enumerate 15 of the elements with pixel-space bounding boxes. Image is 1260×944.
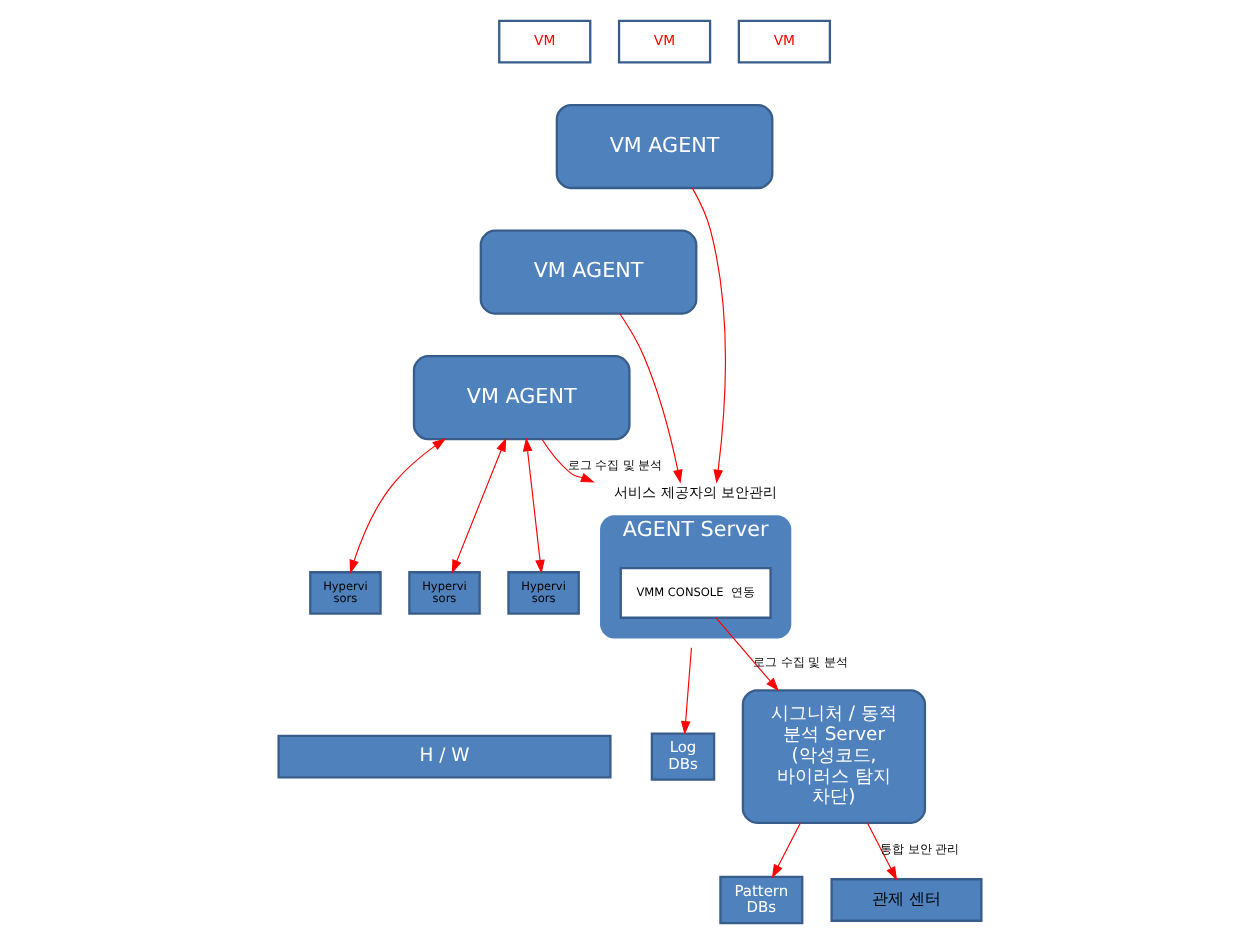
- node-box: VM AGENT: [412, 355, 631, 441]
- node-box: 시그니처 / 동적 분석 Server (악성코드, 바이러스 탐지 차단): [741, 689, 927, 824]
- node-box: VM AGENT: [479, 229, 698, 315]
- node-box: H / W: [277, 734, 612, 779]
- arrow: [771, 822, 801, 879]
- arrow: [680, 647, 693, 735]
- arrow: [691, 187, 726, 484]
- arrow: [451, 437, 507, 574]
- arrow: [349, 438, 447, 574]
- arrow: [522, 437, 545, 574]
- arrow: [866, 822, 898, 881]
- node-box: VM AGENT: [555, 103, 774, 190]
- arrow: [541, 438, 595, 483]
- arrow: [715, 617, 779, 692]
- arrow: [619, 313, 683, 484]
